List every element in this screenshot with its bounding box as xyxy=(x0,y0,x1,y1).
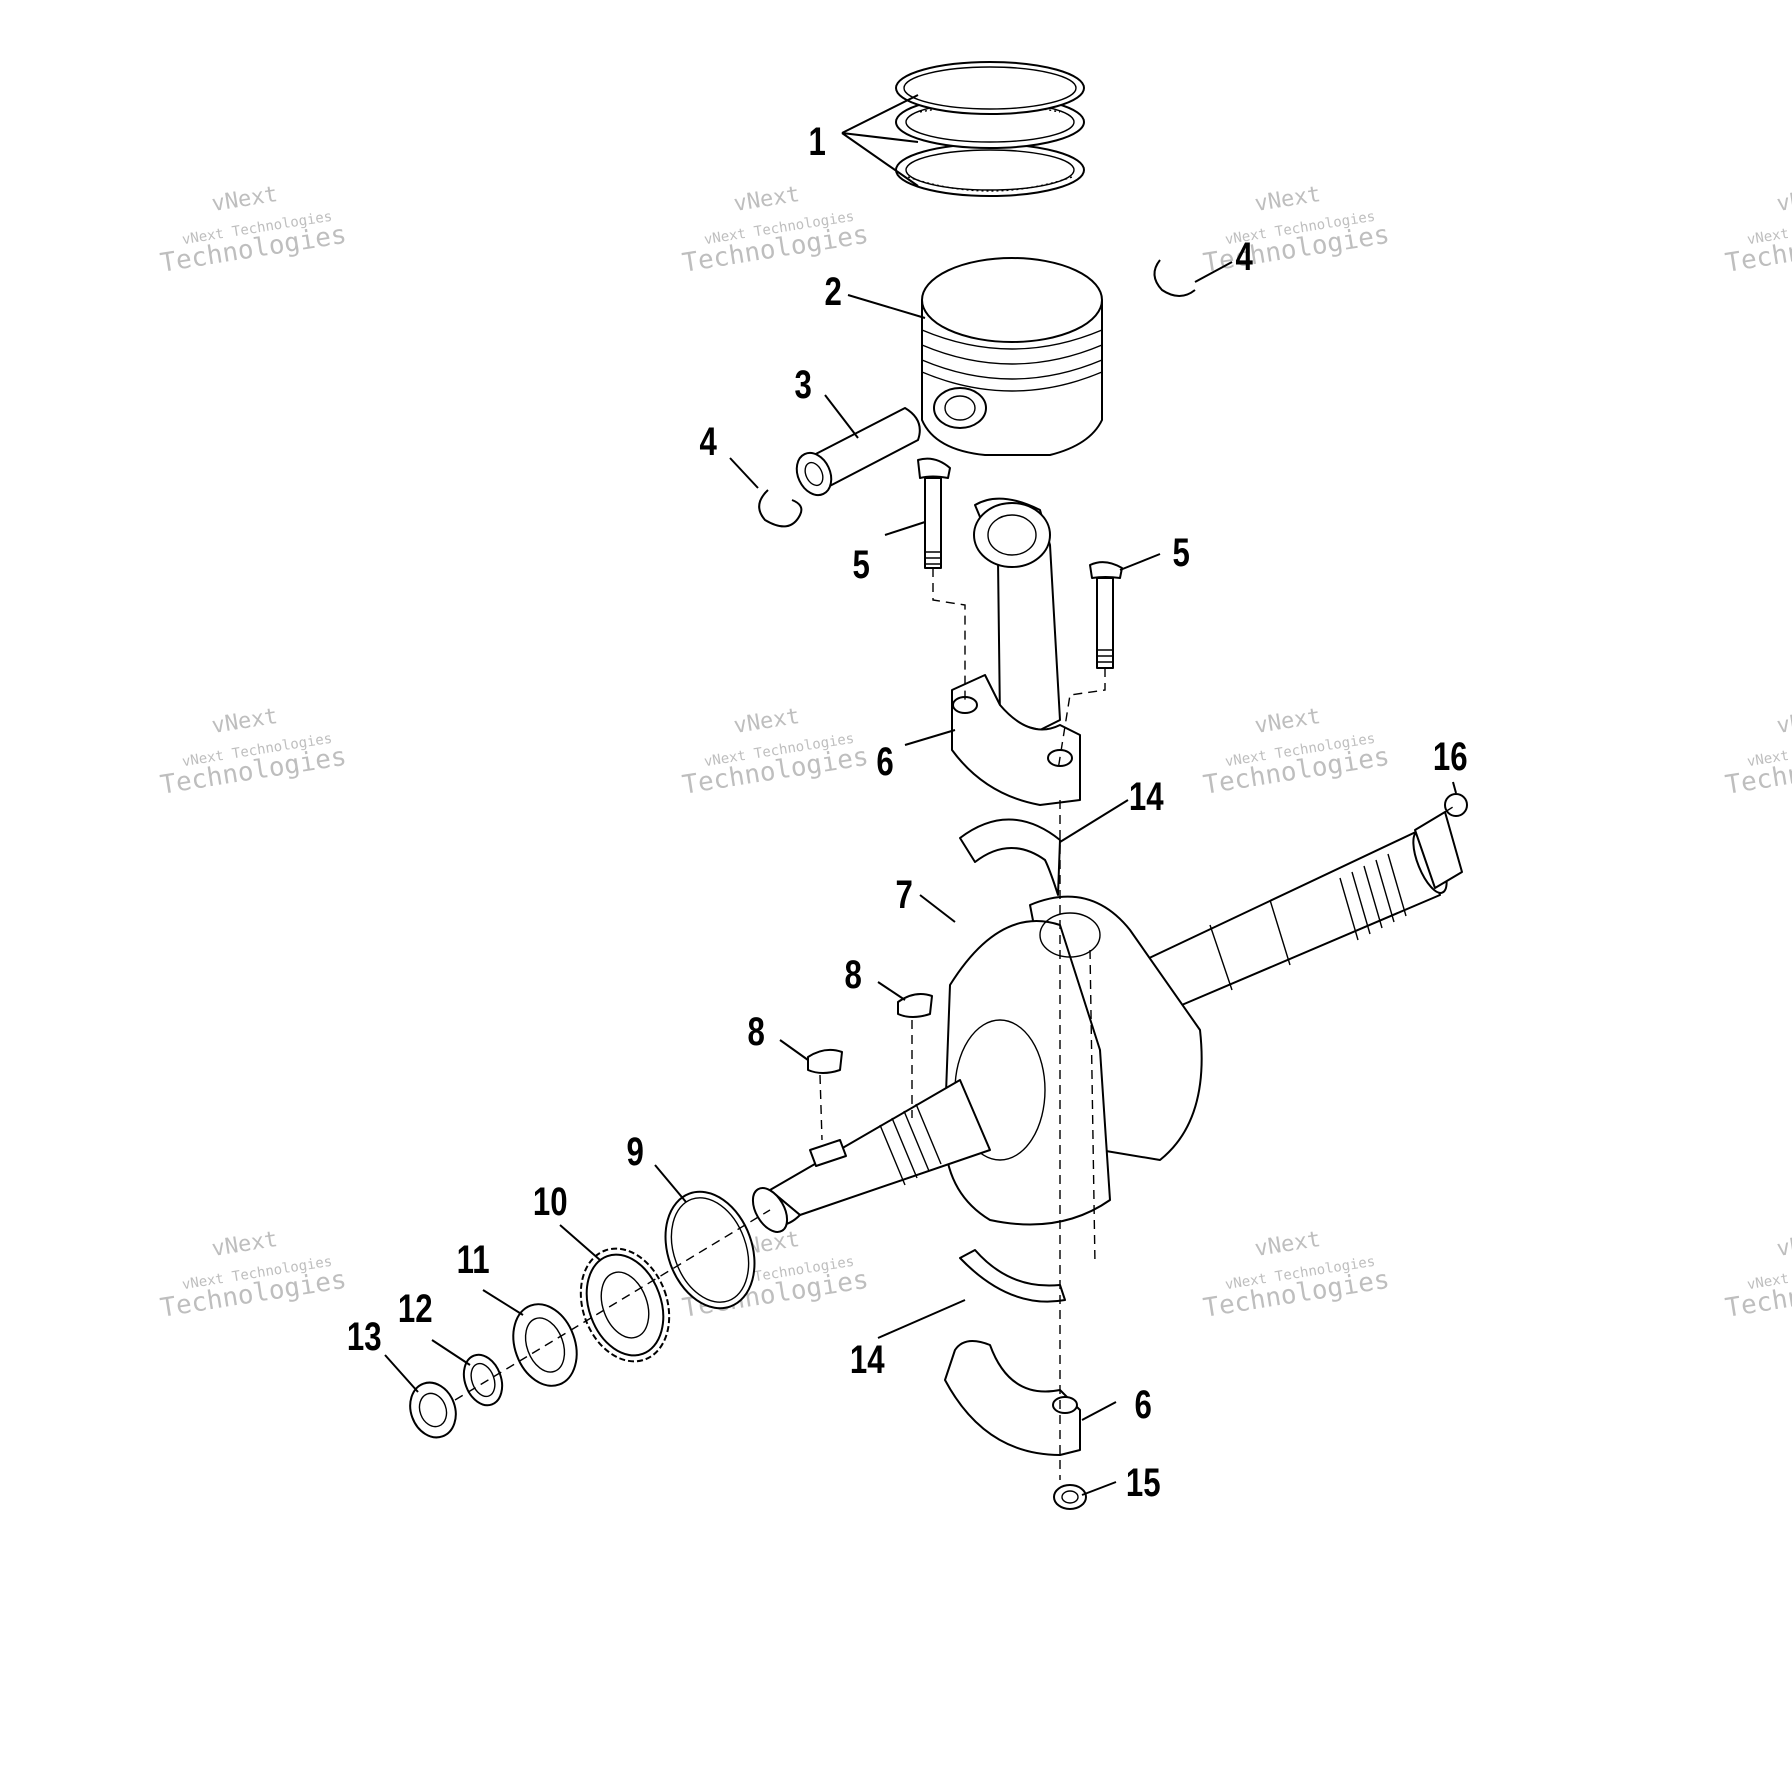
watermark: vNext vNext Technologies Technologies xyxy=(158,1227,348,1324)
crankshaft-keyway xyxy=(809,1139,847,1167)
circlip-right xyxy=(1153,259,1196,297)
callout-6-lower: 6 xyxy=(1134,1382,1151,1427)
piston-ring-top xyxy=(895,61,1085,115)
watermark-line1: vNext xyxy=(1253,182,1322,217)
woodruff-key-lower xyxy=(807,1048,843,1074)
callout-11: 11 xyxy=(457,1237,490,1282)
watermark-line1: vNext xyxy=(1253,1227,1322,1262)
callout-8-upper: 8 xyxy=(844,952,861,997)
rod-bolt-left xyxy=(917,457,951,569)
timing-gear xyxy=(579,1247,671,1363)
washer xyxy=(462,1353,504,1407)
piston-pin-boss xyxy=(933,387,987,429)
watermark: vNext vNext Technologies Technologies xyxy=(1201,1227,1391,1324)
callout-15: 15 xyxy=(1126,1460,1161,1505)
watermark-line1: vNext xyxy=(1253,704,1322,739)
bearing-half-lower xyxy=(959,1249,1066,1303)
callout-5-left: 5 xyxy=(852,542,869,587)
callout-13: 13 xyxy=(347,1314,382,1359)
callout-5-right: 5 xyxy=(1172,530,1189,575)
watermark-line1: vNext xyxy=(732,704,801,739)
watermark-line1: vNext xyxy=(210,704,279,739)
ball-bearing-16 xyxy=(1444,793,1468,817)
watermark: vNext vNext Technologies Technologies xyxy=(680,182,870,279)
callout-16: 16 xyxy=(1433,734,1468,779)
shim-ring xyxy=(664,1190,756,1310)
callout-10: 10 xyxy=(533,1179,568,1224)
piston-rings xyxy=(895,61,1085,197)
assembly-lines xyxy=(454,568,1457,1480)
rod-cap-lower xyxy=(944,1340,1081,1456)
watermark: vNext vNext Technologies Technologies xyxy=(1723,182,1792,279)
callout-3: 3 xyxy=(794,362,811,407)
watermark: vNext vNext Technologies Technologies xyxy=(1201,182,1391,279)
connecting-rod xyxy=(951,497,1081,806)
watermark-line1: vNext xyxy=(210,1227,279,1262)
watermark: vNext vNext Technologies Technologies xyxy=(1723,704,1792,801)
callouts: 1 2 3 4 4 5 5 6 6 7 8 8 9 10 11 12 13 14… xyxy=(347,119,1468,1505)
watermark-line1: vNext xyxy=(1775,704,1792,739)
watermark: vNext vNext Technologies Technologies xyxy=(1201,704,1391,801)
callout-14-upper: 14 xyxy=(1129,774,1164,819)
watermark: vNext vNext Technologies Technologies xyxy=(158,182,348,279)
watermark-line1: vNext xyxy=(210,182,279,217)
callout-4-left: 4 xyxy=(699,419,716,464)
callout-12: 12 xyxy=(398,1286,433,1331)
callout-2: 2 xyxy=(824,269,841,314)
watermark: vNext vNext Technologies Technologies xyxy=(158,704,348,801)
hex-nut xyxy=(409,1381,457,1439)
rod-nut xyxy=(1053,1484,1087,1510)
watermark-line1: vNext xyxy=(1775,1227,1792,1262)
piston-ring-oil xyxy=(895,143,1085,197)
rod-cap-upper xyxy=(951,674,1081,806)
woodruff-key-upper xyxy=(897,993,933,1018)
rod-bolt-right xyxy=(1089,561,1123,669)
piston xyxy=(921,257,1103,456)
bearing-half-upper xyxy=(959,818,1061,896)
callout-6-upper: 6 xyxy=(876,739,893,784)
crankshaft xyxy=(751,811,1463,1233)
watermark-line1: vNext xyxy=(732,182,801,217)
watermark: vNext vNext Technologies Technologies xyxy=(680,704,870,801)
leader-lines xyxy=(384,94,1457,1496)
callout-8-lower: 8 xyxy=(747,1009,764,1054)
callout-7: 7 xyxy=(895,872,912,917)
watermark: vNext vNext Technologies Technologies xyxy=(1723,1227,1792,1324)
callout-14-lower: 14 xyxy=(850,1337,885,1382)
piston-pin xyxy=(795,407,921,497)
watermark-line1: vNext xyxy=(1775,182,1792,217)
callout-4-right: 4 xyxy=(1235,234,1252,279)
circlip-left xyxy=(758,489,803,528)
callout-9: 9 xyxy=(626,1129,643,1174)
callout-1: 1 xyxy=(808,119,825,164)
